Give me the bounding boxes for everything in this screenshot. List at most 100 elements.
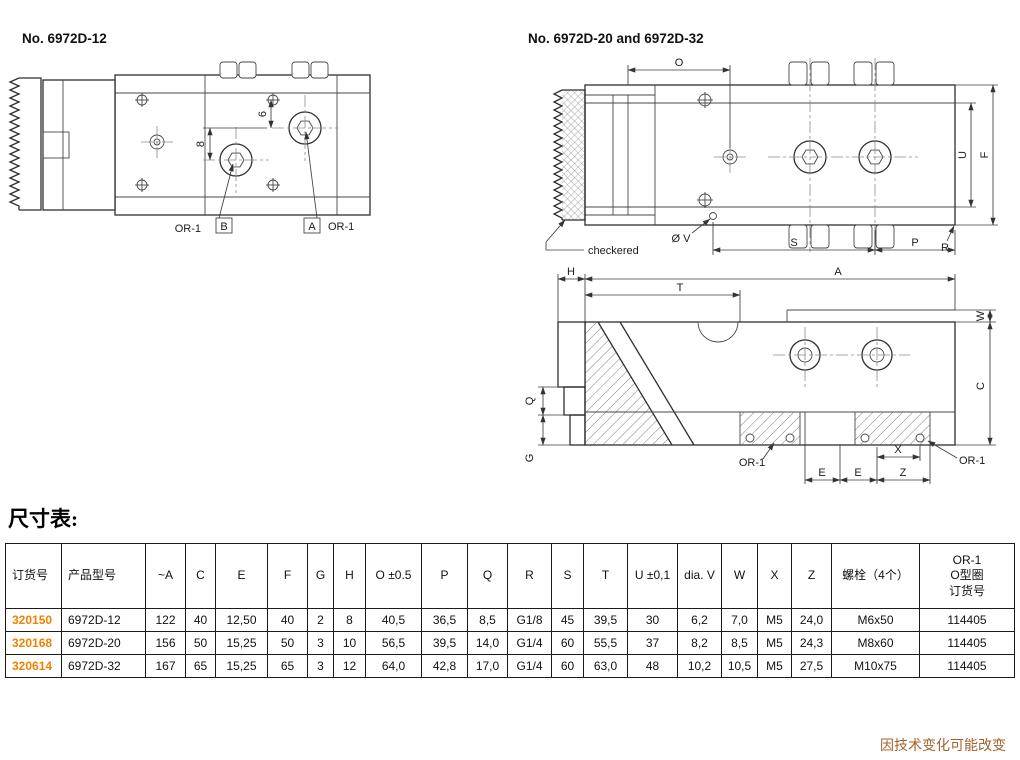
dim-label-r: R bbox=[941, 242, 949, 254]
box-b-letter: B bbox=[220, 221, 227, 233]
table-cell: 14,0 bbox=[467, 631, 508, 655]
col-header-3: C bbox=[185, 543, 216, 609]
table-cell: 15,25 bbox=[215, 631, 268, 655]
dim-label-f: F bbox=[979, 151, 991, 158]
socket-screw-b bbox=[203, 127, 269, 193]
table-cell: 6972D-12 bbox=[61, 608, 146, 632]
corner-holes bbox=[135, 93, 280, 192]
order-number: 320614 bbox=[5, 654, 62, 678]
table-cell: 10 bbox=[333, 631, 366, 655]
table-cell: G1/8 bbox=[507, 608, 552, 632]
table-cell: 56,5 bbox=[365, 631, 422, 655]
table-cell: 55,5 bbox=[583, 631, 628, 655]
col-header-19: 螺栓（4个） bbox=[831, 543, 920, 609]
checkered-note: checkered bbox=[588, 245, 639, 257]
col-header-16: W bbox=[721, 543, 758, 609]
table-cell: 36,5 bbox=[421, 608, 468, 632]
table-cell: 60 bbox=[551, 631, 584, 655]
dim-label-u: U bbox=[957, 151, 969, 159]
dim-label-6: 6 bbox=[257, 111, 269, 117]
table-cell: 114405 bbox=[919, 631, 1015, 655]
table-cell: G1/4 bbox=[507, 631, 552, 655]
table-cell: 122 bbox=[145, 608, 186, 632]
order-number: 320168 bbox=[5, 631, 62, 655]
screw-holes bbox=[773, 327, 910, 387]
table-cell: 6,2 bbox=[677, 608, 722, 632]
o-rings bbox=[745, 433, 925, 443]
socket-screw-a bbox=[272, 95, 338, 161]
table-cell: 12 bbox=[333, 654, 366, 678]
table-cell: 17,0 bbox=[467, 654, 508, 678]
or1-label-left: OR-1 bbox=[739, 457, 765, 469]
table-cell: 2 bbox=[307, 608, 334, 632]
table-cell: M10x75 bbox=[831, 654, 920, 678]
col-header-1: 产品型号 bbox=[61, 543, 146, 609]
col-header-4: E bbox=[215, 543, 268, 609]
col-header-15: dia. V bbox=[677, 543, 722, 609]
col-header-20: OR-1 O型圈 订货号 bbox=[919, 543, 1015, 609]
col-header-7: H bbox=[333, 543, 366, 609]
table-cell: 50 bbox=[185, 631, 216, 655]
table-cell: 8,5 bbox=[467, 608, 508, 632]
table-cell: 6972D-20 bbox=[61, 631, 146, 655]
table-cell: 156 bbox=[145, 631, 186, 655]
table-cell: 65 bbox=[267, 654, 308, 678]
dim-label-p: P bbox=[911, 237, 918, 249]
table-cell: 3 bbox=[307, 654, 334, 678]
table-cell: 60 bbox=[551, 654, 584, 678]
table-cell: 3 bbox=[307, 631, 334, 655]
col-header-9: P bbox=[421, 543, 468, 609]
box-a-letter: A bbox=[308, 221, 316, 233]
table-cell: 15,25 bbox=[215, 654, 268, 678]
checkered-face bbox=[562, 90, 585, 220]
table-cell: 24,0 bbox=[791, 608, 832, 632]
order-number: 320150 bbox=[5, 608, 62, 632]
table-cell: 30 bbox=[627, 608, 678, 632]
col-header-18: Z bbox=[791, 543, 832, 609]
dim-label-s: S bbox=[790, 237, 797, 249]
dim-label-8: 8 bbox=[195, 141, 207, 147]
jaw-outline bbox=[42, 79, 116, 211]
col-header-0: 订货号 bbox=[5, 543, 62, 609]
technical-drawing-top-view: O U F R Ø V S P checkered bbox=[545, 57, 998, 257]
table-cell: M5 bbox=[757, 631, 792, 655]
col-header-8: O ±0.5 bbox=[365, 543, 422, 609]
dim-label-e2: E bbox=[854, 467, 861, 479]
table-cell: 7,0 bbox=[721, 608, 758, 632]
dim-label-x: X bbox=[894, 444, 902, 456]
table-cell: 40 bbox=[267, 608, 308, 632]
table-cell: 40 bbox=[185, 608, 216, 632]
table-cell: 48 bbox=[627, 654, 678, 678]
table-cell: M5 bbox=[757, 654, 792, 678]
table-cell: 65 bbox=[185, 654, 216, 678]
or1-label-right: OR-1 bbox=[959, 455, 985, 467]
socket-screws bbox=[768, 58, 918, 252]
or1-label-left: OR-1 bbox=[175, 223, 201, 235]
table-cell: 10,5 bbox=[721, 654, 758, 678]
dim-label-a: A bbox=[834, 266, 842, 278]
table-cell: 42,8 bbox=[421, 654, 468, 678]
section-hatch bbox=[585, 322, 672, 445]
table-cell: 8,5 bbox=[721, 631, 758, 655]
drawing-title-left: No. 6972D-12 bbox=[22, 31, 107, 46]
table-cell: 39,5 bbox=[421, 631, 468, 655]
dim-label-h: H bbox=[567, 266, 575, 278]
table-cell: 12,50 bbox=[215, 608, 268, 632]
table-cell: 40,5 bbox=[365, 608, 422, 632]
technical-drawing-6972d-12: 8 6 OR-1 B A OR-1 bbox=[8, 61, 371, 235]
table-cell: 114405 bbox=[919, 608, 1015, 632]
screw-bosses bbox=[788, 61, 895, 249]
table-cell: 6972D-32 bbox=[61, 654, 146, 678]
table-cell: 39,5 bbox=[583, 608, 628, 632]
table-cell: 167 bbox=[145, 654, 186, 678]
col-header-13: T bbox=[583, 543, 628, 609]
table-cell: 8,2 bbox=[677, 631, 722, 655]
table-cell: M8x60 bbox=[831, 631, 920, 655]
corner-screws bbox=[697, 92, 713, 208]
technical-drawing-side-view: H A T W C Q G OR-1 OR-1 X bbox=[524, 266, 996, 484]
dim-label-v: Ø V bbox=[672, 233, 692, 245]
